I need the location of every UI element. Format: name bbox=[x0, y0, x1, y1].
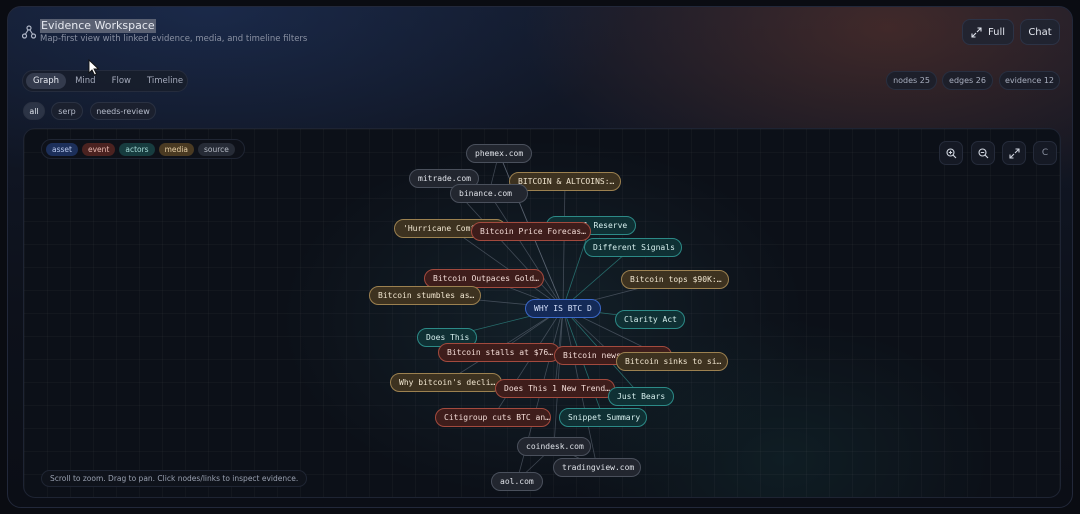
graph-node-event[interactable]: Does This 1 New Trend… bbox=[495, 379, 615, 398]
graph-node-source[interactable]: coindesk.com bbox=[517, 437, 591, 456]
graph-node-source[interactable]: tradingview.com bbox=[553, 458, 641, 477]
chat-button-label: Chat bbox=[1028, 26, 1052, 38]
graph-node-event[interactable]: Bitcoin stalls at $76… bbox=[438, 343, 560, 362]
graph-node-actors[interactable]: Clarity Act bbox=[615, 310, 685, 329]
zoom-in-icon bbox=[945, 147, 956, 158]
graph-node-media[interactable]: Why bitcoin's decli… bbox=[390, 373, 502, 392]
node-type-legend: asset event actors media source bbox=[41, 139, 245, 159]
graph-node-asset[interactable]: WHY IS BTC D bbox=[525, 299, 601, 318]
view-tabs: Graph Mind Flow Timeline bbox=[22, 70, 188, 92]
canvas-hint: Scroll to zoom. Drag to pan. Click nodes… bbox=[41, 470, 307, 487]
graph-network-icon bbox=[22, 25, 36, 39]
zoom-out-icon bbox=[977, 147, 988, 158]
tab-flow[interactable]: Flow bbox=[111, 76, 131, 86]
tab-graph[interactable]: Graph bbox=[26, 73, 67, 89]
graph-node-media[interactable]: Bitcoin sinks to si… bbox=[616, 352, 728, 371]
chat-button[interactable]: Chat bbox=[1020, 19, 1060, 45]
graph-edge[interactable] bbox=[530, 230, 564, 309]
tab-timeline[interactable]: Timeline bbox=[146, 76, 184, 86]
filter-all[interactable]: all bbox=[23, 102, 45, 120]
fit-view-button[interactable] bbox=[1002, 141, 1026, 165]
graph-node-actors[interactable]: Just Bears bbox=[608, 387, 674, 406]
tab-mind[interactable]: Mind bbox=[75, 76, 96, 86]
page-title: Evidence Workspace bbox=[40, 19, 156, 33]
filter-serp[interactable]: serp bbox=[51, 102, 83, 120]
legend-asset[interactable]: asset bbox=[46, 142, 78, 156]
graph-node-event[interactable]: Bitcoin Price Forecas… bbox=[471, 222, 591, 241]
mouse-cursor-icon bbox=[88, 59, 100, 76]
graph-edge[interactable] bbox=[562, 246, 634, 309]
fullscreen-button[interactable]: Full bbox=[962, 19, 1014, 45]
graph-edge[interactable] bbox=[449, 227, 564, 309]
zoom-out-button[interactable] bbox=[971, 141, 995, 165]
expand-icon bbox=[971, 26, 982, 38]
graph-edge[interactable] bbox=[553, 307, 564, 447]
graph-edge[interactable] bbox=[488, 192, 564, 309]
graph-edge[interactable] bbox=[492, 307, 564, 418]
evidence-workspace-window: Evidence Workspace Map-first view with l… bbox=[7, 6, 1073, 508]
legend-media[interactable]: media bbox=[158, 142, 194, 156]
graph-node-source[interactable]: phemex.com bbox=[466, 144, 532, 163]
expand-icon bbox=[1008, 147, 1020, 159]
filter-needs-review[interactable]: needs-review bbox=[90, 102, 156, 120]
graph-node-actors[interactable]: Snippet Summary bbox=[559, 408, 647, 427]
graph-node-media[interactable]: BITCOIN & ALTCOINS:… bbox=[509, 172, 621, 191]
graph-node-event[interactable]: Citigroup cuts BTC an… bbox=[435, 408, 551, 427]
graph-node-source[interactable]: aol.com bbox=[491, 472, 543, 491]
zoom-in-button[interactable] bbox=[939, 141, 963, 165]
legend-source[interactable]: source bbox=[197, 142, 235, 156]
legend-event[interactable]: event bbox=[81, 142, 116, 156]
graph-node-source[interactable]: mitrade.com bbox=[409, 169, 479, 188]
graph-node-media[interactable]: Bitcoin tops $90K:… bbox=[621, 270, 729, 289]
evidence-count-badge: evidence 12 bbox=[999, 71, 1060, 90]
reset-view-button[interactable]: C bbox=[1033, 141, 1057, 165]
fullscreen-button-label: Full bbox=[987, 26, 1006, 38]
graph-node-media[interactable]: Bitcoin stumbles as… bbox=[369, 286, 481, 305]
page-subtitle: Map-first view with linked evidence, med… bbox=[40, 34, 308, 44]
graph-edge[interactable] bbox=[562, 180, 566, 309]
graph-node-actors[interactable]: Different Signals bbox=[584, 238, 682, 257]
graph-canvas[interactable]: asset event actors media source C phemex… bbox=[23, 128, 1061, 498]
graph-node-event[interactable]: Bitcoin Outpaces Gold… bbox=[424, 269, 544, 288]
nodes-count-badge: nodes 25 bbox=[886, 71, 937, 90]
graph-node-source[interactable]: binance.com bbox=[450, 184, 528, 203]
edges-count-badge: edges 26 bbox=[942, 71, 993, 90]
legend-actors[interactable]: actors bbox=[119, 142, 155, 156]
